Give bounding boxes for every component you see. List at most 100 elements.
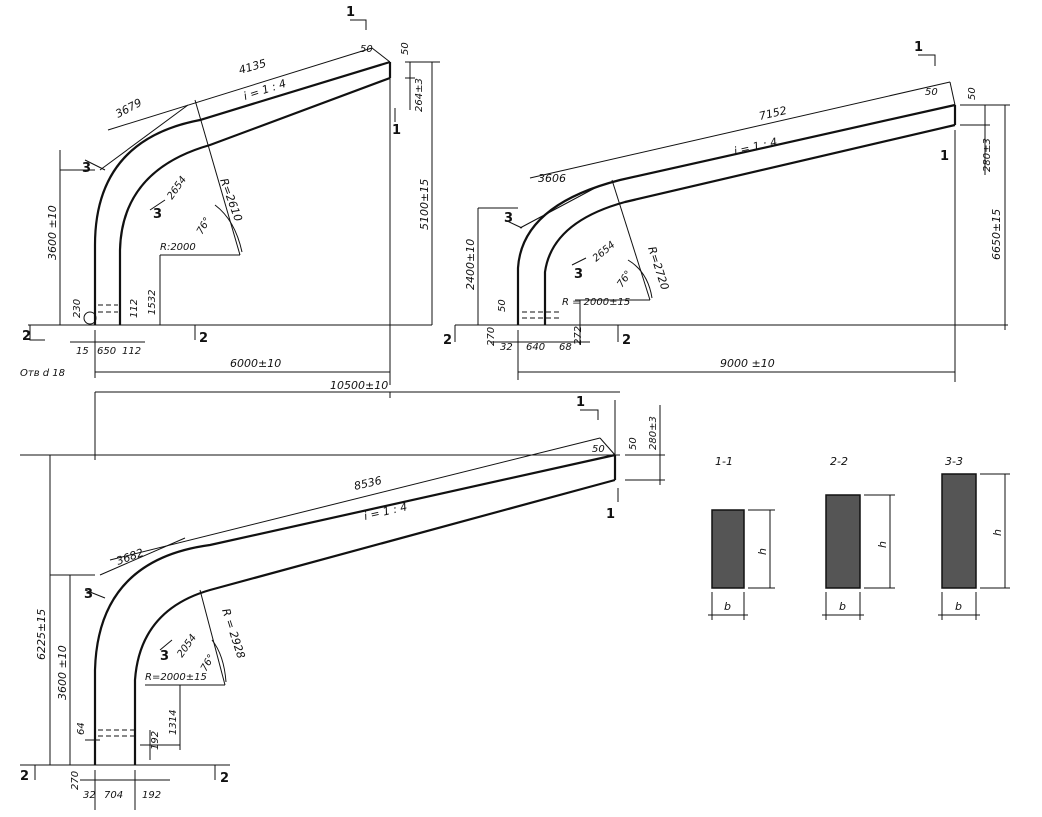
frame-3-section-mark-1-top: 1 [576,395,585,410]
frame-3-section-mark-3-right: 3 [160,649,169,664]
frame-2-outer-radius: R=2720 [645,245,671,292]
frame-1: 4135 3679 i = 1 : 4 50 50 264±3 5100±15 … [20,5,620,398]
frame-3-inner-edge [133,478,616,765]
frame-2-angle: 76° [615,269,634,290]
frame-1-hole-note: Отв d 18 [20,368,65,379]
section-3-3-b: b [955,600,962,613]
frame-1-leg-height: 3600 ±10 [46,205,59,260]
section-1-1-title: 1-1 [715,455,733,468]
frame-3-section-mark-2-right: 2 [220,771,229,786]
frame-2: 7152 3606 i = 1 : 4 50 50 280±3 6650±15 … [443,40,1010,382]
frame-1-inner-edge [118,76,391,325]
frame-1-section-mark-3-right: 3 [153,207,162,222]
frame-3-end-50-horizontal: 50 [592,444,605,455]
frame-1-end-50-horizontal: 50 [360,44,373,55]
frame-1-dim-112: 112 [122,346,141,357]
frame-3-dim-270: 270 [70,771,81,790]
frame-3: 8536 3682 i = 1 : 4 50 50 280±3 6225±15 … [20,395,665,810]
frame-1-dim-1532: 1532 [147,290,158,315]
frame-1-rise: 5100±15 [418,179,431,230]
section-3-3-shape [941,473,977,589]
frame-3-outer-edge [93,453,616,765]
frame-3-end-50-vertical: 50 [628,437,639,450]
frame-2-section-mark-2-right: 2 [622,333,631,348]
section-2-2-b: b [839,600,846,613]
frame-3-dim-64: 64 [76,722,87,735]
frame-2-top-length: 7152 [758,104,788,123]
frame-2-dim-68: 68 [559,342,572,353]
frame-3-angle: 76° [199,653,217,674]
frame-3-section-mark-2-left: 2 [20,769,29,784]
frame-2-dim-50: 50 [497,299,508,312]
frame-1-angle: 76° [195,216,213,237]
frame-1-dim-650: 650 [97,346,116,357]
frame-3-slope: i = 1 : 4 [363,500,409,523]
section-1-1-h: h [756,548,769,555]
frame-2-section-mark-1-bottom: 1 [940,149,949,164]
frame-1-outer-edge [93,60,391,325]
section-1-1-b: b [724,600,731,613]
frame-2-inner-radius: R = 2000±15 [562,297,630,308]
frame-1-dim-15: 15 [76,346,89,357]
frame-3-section-mark-3-left: 3 [84,587,93,602]
section-1-1: 1-1 b h [708,455,775,620]
section-1-1-shape [711,509,745,589]
section-2-2-h: h [876,541,889,548]
section-2-2: 2-2 b h [822,455,895,620]
frame-1-section-mark-1-top: 1 [346,5,355,20]
frame-1-section-mark-1-bottom: 1 [392,123,401,138]
frame-1-top-length: 4135 [237,57,267,77]
frame-2-end-50-horizontal: 50 [925,87,938,98]
frame-2-end-50-vertical: 50 [967,87,978,100]
frame-3-outer-radius: R = 2928 [219,607,247,660]
frame-2-leg-height: 2400±10 [464,239,477,290]
section-3-3-title: 3-3 [945,455,963,468]
frame-1-dim-230: 230 [72,299,83,318]
frame-2-section-mark-1-top: 1 [914,40,923,55]
frame-3-leg-height: 3600 ±10 [56,645,69,700]
frame-2-rise: 6650±15 [990,209,1003,260]
section-3-3-h: h [991,529,1004,536]
frame-3-arc-length: 3682 [115,546,146,568]
section-3-3: 3-3 b h [938,455,1010,620]
frame-2-dim-272: 272 [573,326,584,345]
frame-3-dim-1314: 1314 [168,710,179,735]
frame-3-top-length: 8536 [353,474,383,493]
section-2-2-shape [825,494,861,589]
frame-2-arc-length: 3606 [538,172,566,185]
frame-2-radius-dim: 2654 [591,240,618,265]
frame-1-end-offset: 264±3 [414,78,425,112]
frame-2-section-mark-3-right: 3 [574,267,583,282]
frame-1-section-mark-2-left: 2 [22,329,31,344]
frame-3-dim-192: 192 [142,790,161,801]
frame-1-total-span: 10500±10 [330,379,388,392]
frame-3-section-mark-1-bottom: 1 [606,507,615,522]
frame-1-end-50-vertical: 50 [400,42,411,55]
frame-1-radius-dim: 2654 [165,175,189,202]
frame-3-dim-704: 704 [104,790,123,801]
frame-3-dim-32: 32 [83,790,96,801]
frame-2-dim-270: 270 [486,327,497,346]
frame-1-arc-length: 3679 [113,96,144,121]
frame-3-inner-radius: R=2000±15 [145,672,207,683]
frame-2-section-mark-2-left: 2 [443,333,452,348]
frame-2-end-offset: 280±3 [982,138,993,172]
frame-2-inner-edge [543,123,956,325]
frame-1-hole [83,311,97,325]
frame-2-dim-32: 32 [500,342,513,353]
frame-3-rise: 6225±15 [35,609,48,660]
frame-1-section-mark-3-left: 3 [82,161,91,176]
frame-1-section-mark-2-right: 2 [199,331,208,346]
frame-1-outer-radius: R=2610 [217,177,245,224]
frame-2-span: 9000 ±10 [720,357,775,370]
frame-3-end-offset: 280±3 [648,416,659,450]
frame-2-outer-edge [516,103,956,325]
frame-2-section-mark-3-left: 3 [504,211,513,226]
frame-3-radius-dim: 2054 [175,633,199,660]
frame-2-dim-640: 640 [526,342,545,353]
frame-2-slope: i = 1 : 4 [733,135,779,158]
frame-1-dim-112-vertical: 112 [129,299,140,318]
frame-3-dim-192-vertical: 192 [150,731,161,750]
frame-1-inner-radius: R:2000 [160,242,196,253]
